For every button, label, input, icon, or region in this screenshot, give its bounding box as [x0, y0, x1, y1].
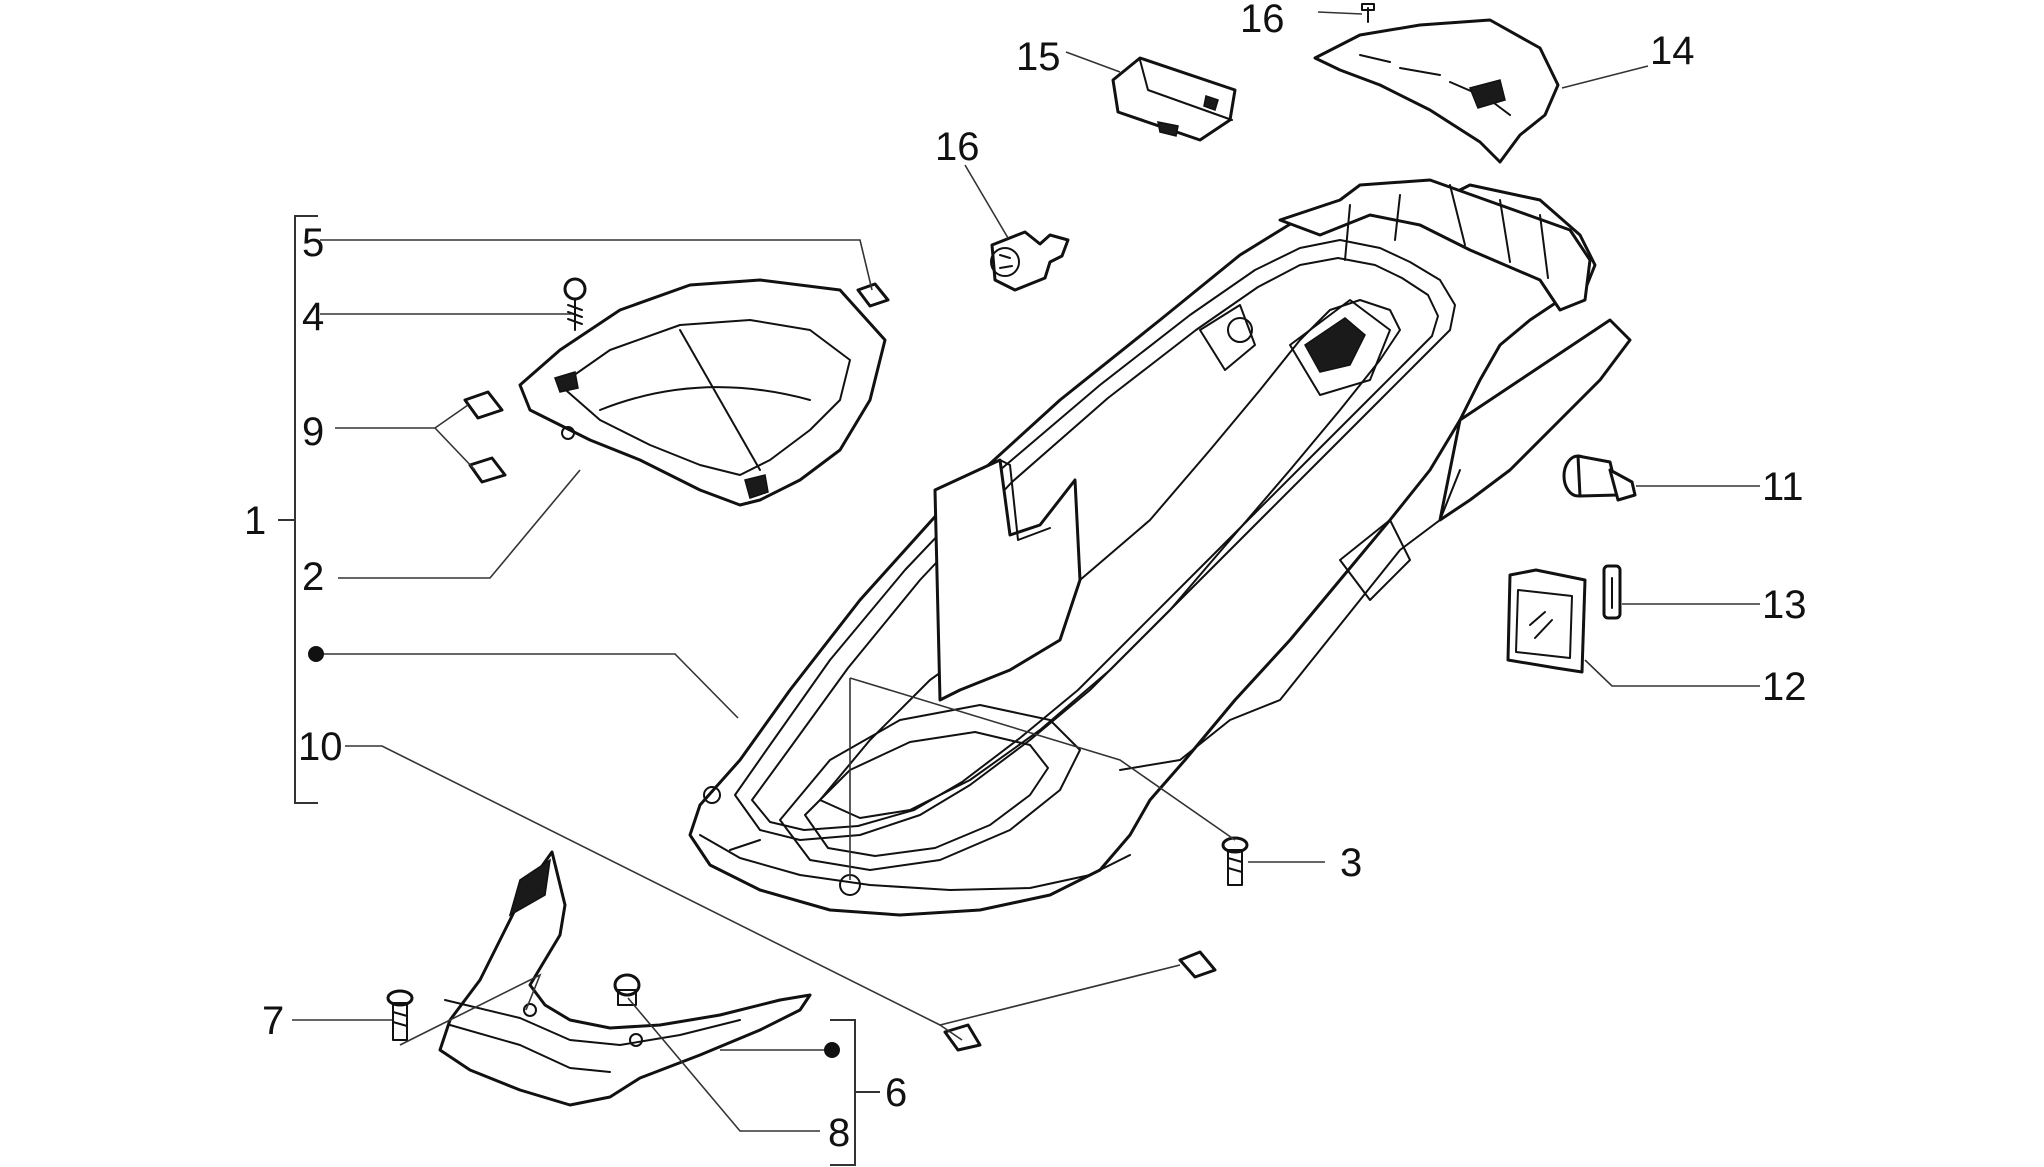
callout-9: 9 — [302, 410, 324, 454]
callout-13: 13 — [1762, 583, 1807, 627]
fuse-icon — [1602, 564, 1622, 620]
screw-icon — [1361, 3, 1375, 23]
callout-7: 7 — [262, 999, 284, 1043]
helmet-compartment-icon — [688, 178, 1632, 917]
callout-1: 1 — [244, 499, 266, 543]
callout-12: 12 — [1762, 665, 1807, 709]
reference-dot-left — [308, 646, 324, 662]
lamp-holder-icon — [990, 230, 1070, 292]
lid-icon — [518, 278, 887, 507]
leader-lines — [292, 11, 1760, 1132]
callout-labels: 16 14 15 16 5 4 9 1 2 10 11 13 12 3 7 6 … — [244, 0, 1807, 1155]
callout-6: 6 — [885, 1071, 907, 1115]
lamp-icon — [1562, 454, 1637, 502]
callout-10: 10 — [298, 725, 343, 769]
callout-16-middle: 16 — [935, 125, 980, 169]
spoiler-icon — [438, 850, 812, 1107]
fuse-card-icon — [1506, 568, 1587, 674]
screw-icon — [386, 277, 1249, 1041]
callout-16-top: 16 — [1240, 0, 1285, 41]
callout-2: 2 — [302, 555, 324, 599]
clip-icon — [463, 282, 1217, 1052]
callout-15: 15 — [1016, 35, 1061, 79]
callout-4: 4 — [302, 295, 324, 339]
battery-cover-icon — [1111, 56, 1237, 142]
callout-5: 5 — [302, 221, 324, 265]
callout-11: 11 — [1762, 465, 1804, 509]
rear-cover-icon — [1313, 18, 1560, 164]
callout-3: 3 — [1340, 841, 1362, 885]
callout-8: 8 — [828, 1111, 850, 1155]
reference-dot-bottom — [824, 1042, 840, 1058]
callout-14: 14 — [1650, 29, 1695, 73]
group-1-bracket — [294, 215, 318, 804]
